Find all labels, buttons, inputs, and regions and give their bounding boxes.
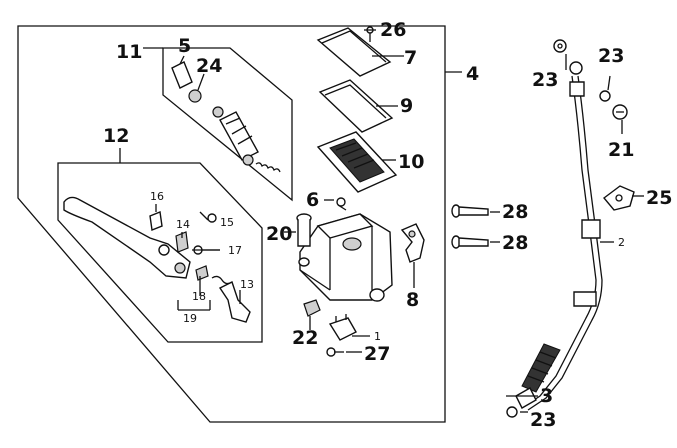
bolt-20 bbox=[296, 213, 312, 247]
label-17: 17 bbox=[228, 244, 242, 257]
leader-lines bbox=[119, 29, 644, 413]
label-23-right: 23 bbox=[598, 45, 624, 67]
lever-small-parts bbox=[149, 211, 251, 323]
piston-set bbox=[171, 61, 281, 173]
label-16: 16 bbox=[150, 190, 164, 203]
reservoir-cap bbox=[316, 27, 392, 77]
master-cylinder-body bbox=[298, 213, 393, 302]
label-6: 6 bbox=[306, 189, 319, 211]
label-26: 26 bbox=[380, 19, 406, 41]
screw-26 bbox=[366, 26, 374, 42]
label-11: 11 bbox=[116, 41, 142, 63]
label-28-upper: 28 bbox=[502, 201, 528, 223]
reservoir-diaphragm bbox=[316, 131, 398, 193]
label-23-top: 23 bbox=[532, 69, 558, 91]
part-labels: 1 2 3 4 5 6 7 8 9 10 11 12 13 14 15 16 1… bbox=[103, 19, 672, 431]
label-25: 25 bbox=[646, 187, 672, 209]
bolt-3 bbox=[515, 387, 537, 409]
nut-22 bbox=[303, 299, 321, 317]
label-15: 15 bbox=[220, 216, 234, 229]
label-8: 8 bbox=[406, 289, 419, 311]
brake-hose bbox=[521, 61, 603, 411]
label-7: 7 bbox=[404, 47, 417, 69]
label-1: 1 bbox=[374, 330, 381, 343]
washer-23-bottom bbox=[506, 406, 518, 418]
washer-23-right bbox=[599, 90, 611, 102]
switch-1 bbox=[328, 314, 357, 341]
label-2: 2 bbox=[618, 236, 625, 249]
label-10: 10 bbox=[398, 151, 424, 173]
label-20: 20 bbox=[266, 223, 292, 245]
bolt-21 bbox=[612, 104, 628, 120]
subgroup-12-frame bbox=[57, 162, 263, 343]
label-27: 27 bbox=[364, 343, 390, 365]
label-3: 3 bbox=[540, 385, 553, 407]
assembly-frame-outline bbox=[17, 25, 446, 423]
bolt-28-lower bbox=[451, 235, 489, 249]
bolt-28-upper bbox=[451, 204, 489, 218]
label-13: 13 bbox=[240, 278, 254, 291]
subgroup-11-frame bbox=[162, 47, 293, 202]
screw-6 bbox=[336, 197, 347, 211]
label-12: 12 bbox=[103, 125, 129, 147]
brake-lever bbox=[63, 196, 191, 279]
holder-8 bbox=[400, 223, 425, 263]
label-9: 9 bbox=[400, 95, 413, 117]
label-14: 14 bbox=[176, 218, 190, 231]
label-19: 19 bbox=[183, 312, 197, 325]
label-21: 21 bbox=[608, 139, 634, 161]
label-4: 4 bbox=[466, 63, 479, 85]
label-28-lower: 28 bbox=[502, 232, 528, 254]
label-23-bottom: 23 bbox=[530, 409, 556, 431]
screw-27 bbox=[326, 347, 344, 357]
reservoir-plate bbox=[318, 79, 394, 133]
label-18: 18 bbox=[192, 290, 206, 303]
washer-23-top bbox=[553, 39, 567, 53]
label-5: 5 bbox=[178, 35, 191, 57]
clip-25 bbox=[602, 185, 635, 211]
label-24: 24 bbox=[196, 55, 222, 77]
label-22: 22 bbox=[292, 327, 318, 349]
